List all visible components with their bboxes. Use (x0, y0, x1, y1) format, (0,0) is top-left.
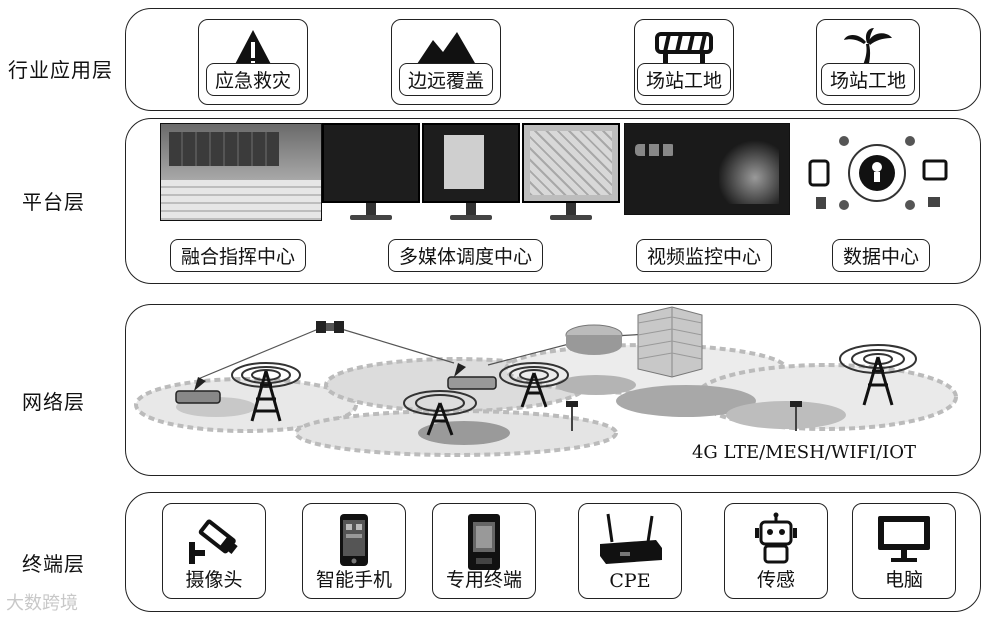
app-card-station-site[interactable]: 场站工地 (634, 19, 734, 105)
app-card-label: 应急救灾 (205, 63, 301, 96)
terminal-card-dedicated[interactable]: 专用终端 (432, 503, 536, 599)
terminal-card-camera[interactable]: 摄像头 (162, 503, 266, 599)
camera-icon (189, 519, 238, 564)
terminal-card-label: 摄像头 (185, 569, 243, 591)
platform-label-dispatch[interactable]: 多媒体调度中心 (388, 239, 544, 272)
mountain-icon (413, 32, 479, 70)
app-card-label: 场站工地 (820, 63, 916, 96)
app-card-label: 场站工地 (636, 63, 732, 96)
watermark: 大数跨境 (6, 593, 78, 614)
platform-label-video[interactable]: 视频监控中心 (636, 239, 773, 272)
handheld-terminal-icon (468, 514, 500, 570)
terminal-card-label: CPE (609, 570, 651, 592)
terminal-card-smartphone[interactable]: 智能手机 (302, 503, 406, 599)
platform-label-data[interactable]: 数据中心 (832, 239, 931, 272)
terminal-card-label: 智能手机 (315, 569, 392, 591)
network-technology-text: 4G LTE/MESH/WIFI/IOT (691, 442, 916, 463)
platform-label-command[interactable]: 融合指挥中心 (170, 239, 307, 272)
layer-label-application: 行业应用层 (8, 58, 113, 82)
smartphone-icon (340, 514, 368, 566)
app-card-label: 边远覆盖 (398, 63, 494, 96)
app-card-emergency[interactable]: 应急救灾 (198, 19, 308, 105)
video-monitoring-screenshot (624, 123, 790, 215)
dispatch-monitor-3 (522, 123, 622, 223)
data-center-diagram (808, 136, 948, 210)
network-topology-diagram (134, 306, 958, 457)
layer-label-network: 网络层 (22, 390, 85, 414)
terminal-card-cpe[interactable]: CPE (578, 503, 682, 599)
terminal-card-computer[interactable]: 电脑 (852, 503, 956, 599)
terminal-layer-band: 摄像头 智能手机 专用终端 CPE (125, 492, 981, 612)
barrier-icon (655, 32, 713, 72)
network-layer-band: 4G LTE/MESH/WIFI/IOT (125, 304, 981, 476)
app-card-remote-coverage[interactable]: 边远覆盖 (391, 19, 501, 105)
application-layer-band: 应急救灾 边远覆盖 场站工地 场站工地 (125, 8, 981, 111)
dispatch-monitor-1 (322, 123, 424, 223)
platform-layer-band: 融合指挥中心 多媒体调度中心 视频监控中心 数据中心 (125, 118, 981, 284)
layer-label-terminal: 终端层 (22, 552, 85, 576)
router-icon (600, 513, 662, 564)
dispatch-monitor-2 (422, 123, 522, 223)
terminal-card-label: 电脑 (884, 569, 923, 591)
layer-label-platform: 平台层 (22, 190, 85, 214)
monitor-icon (878, 516, 930, 562)
app-card-station-site-island[interactable]: 场站工地 (816, 19, 920, 105)
command-center-photo (160, 123, 322, 221)
robot-sensor-icon (755, 512, 797, 564)
terminal-card-sensor[interactable]: 传感 (724, 503, 828, 599)
terminal-card-label: 专用终端 (445, 569, 522, 591)
terminal-card-label: 传感 (756, 569, 795, 591)
